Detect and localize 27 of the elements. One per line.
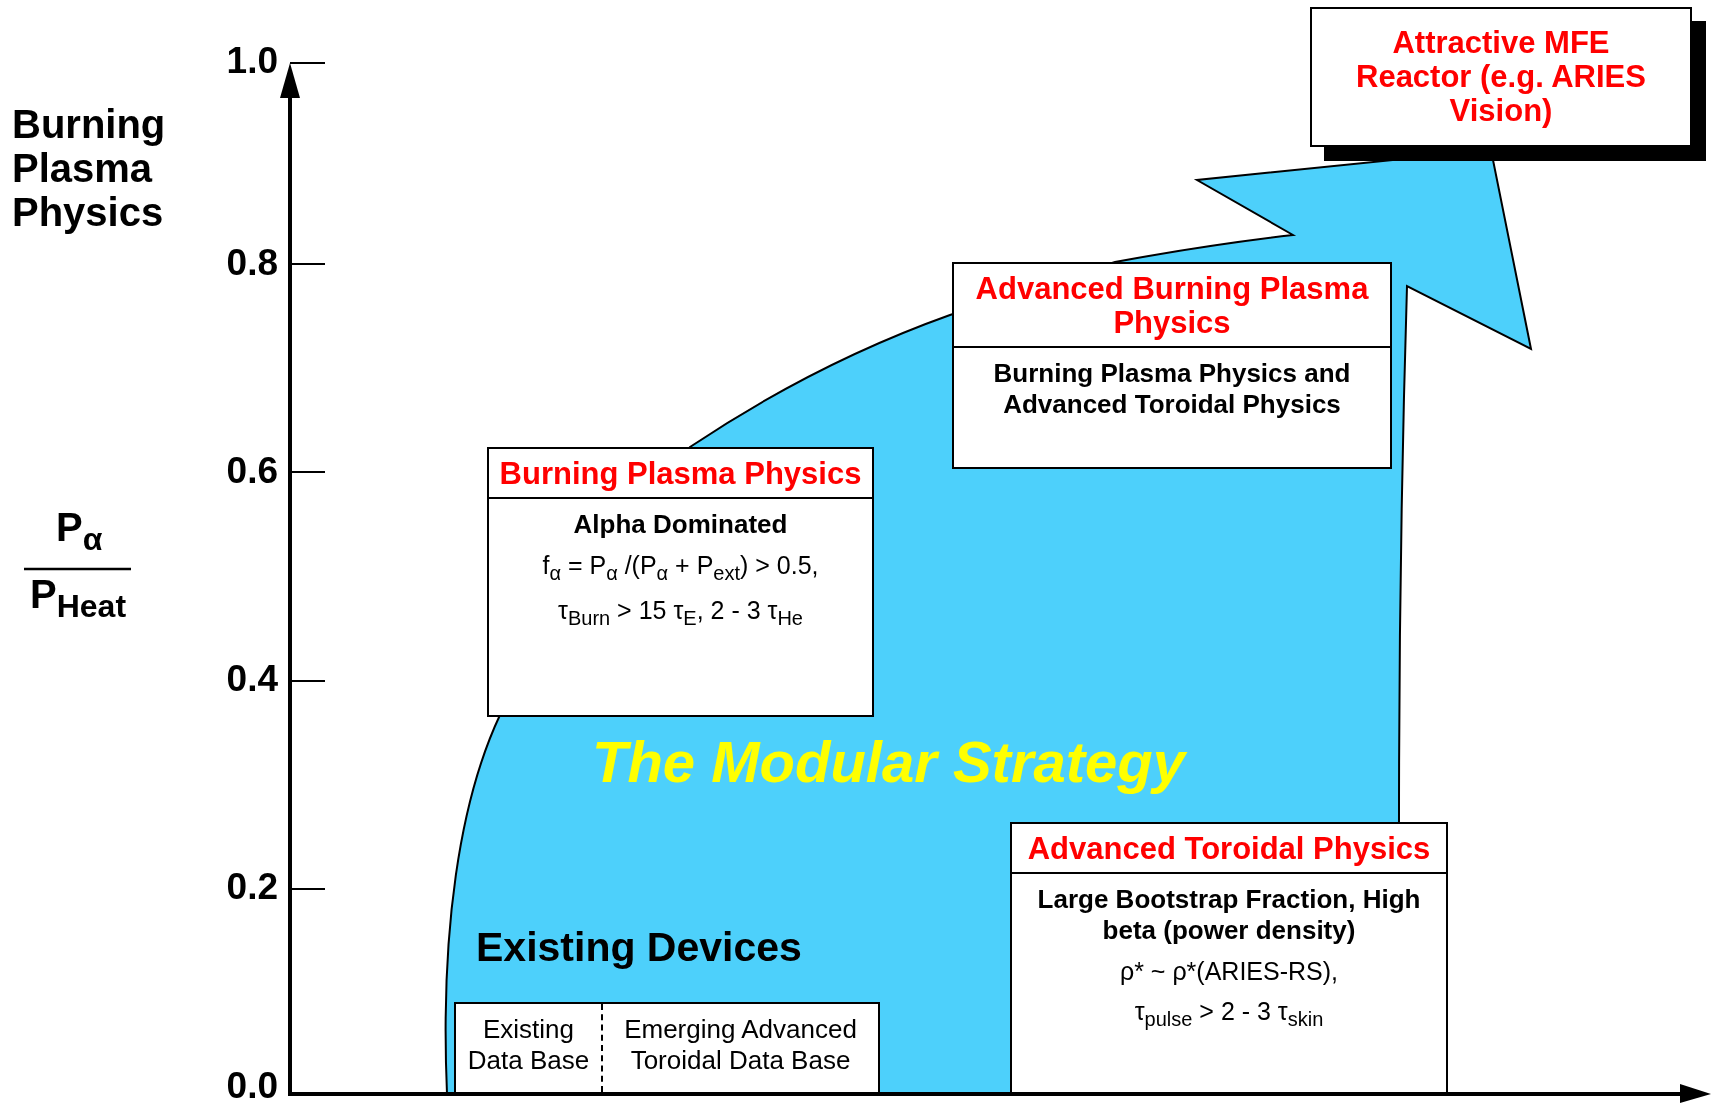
topic-box [487,447,874,717]
formula-text: τ$_{pulse}$ > 2 - 3 τ$_{skin}$ [1133,996,1325,1032]
tick-label: 0.8 [225,242,278,284]
box-heading: Attractive MFE Reactor (e.g. ARIES Vision) [1355,25,1647,129]
box-subheading: Burning Plasma Physics and Advanced Toroidal Physics [992,358,1352,421]
formula-text: f$_{α}$ = P$_{α}$ /(P$_{α}$ + P$_{ext}$) > 0.5, [541,550,820,586]
formula-text: ρ* ~ ρ*(ARIES-RS), [1118,956,1340,987]
axis-title: P$_{α}$ [56,505,103,558]
cell-text: Existing Data Base [456,1004,603,1092]
tick-label: 0.2 [225,866,278,908]
tick-label: 0.0 [225,1065,278,1103]
box-heading: Burning Plasma Physics [498,455,863,493]
box-heading: Advanced Toroidal Physics [1026,830,1432,868]
tick-label: 0.6 [225,450,278,492]
topic-box [1010,822,1448,1094]
box-subheading: Alpha Dominated [572,509,789,541]
cell-text: Emerging Advanced Toroidal Data Base [623,1013,858,1078]
topic-box [952,262,1392,469]
group-heading: Existing Devices [476,924,802,971]
formula-text: τ$_{Burn}$ > 15 τ$_{E}$, 2 - 3 τ$_{He}$ [557,595,804,631]
box-heading: Advanced Burning Plasma Physics [974,270,1370,343]
axis-title: Burning Plasma Physics [12,102,167,234]
tick-label: 0.4 [225,658,278,700]
strategy-title: The Modular Strategy [592,728,1185,795]
tick-label: 1.0 [225,40,278,82]
axis-title: P$_{Heat}$ [30,572,127,625]
box-subheading: Large Bootstrap Fraction, High beta (power density) [1036,884,1422,947]
